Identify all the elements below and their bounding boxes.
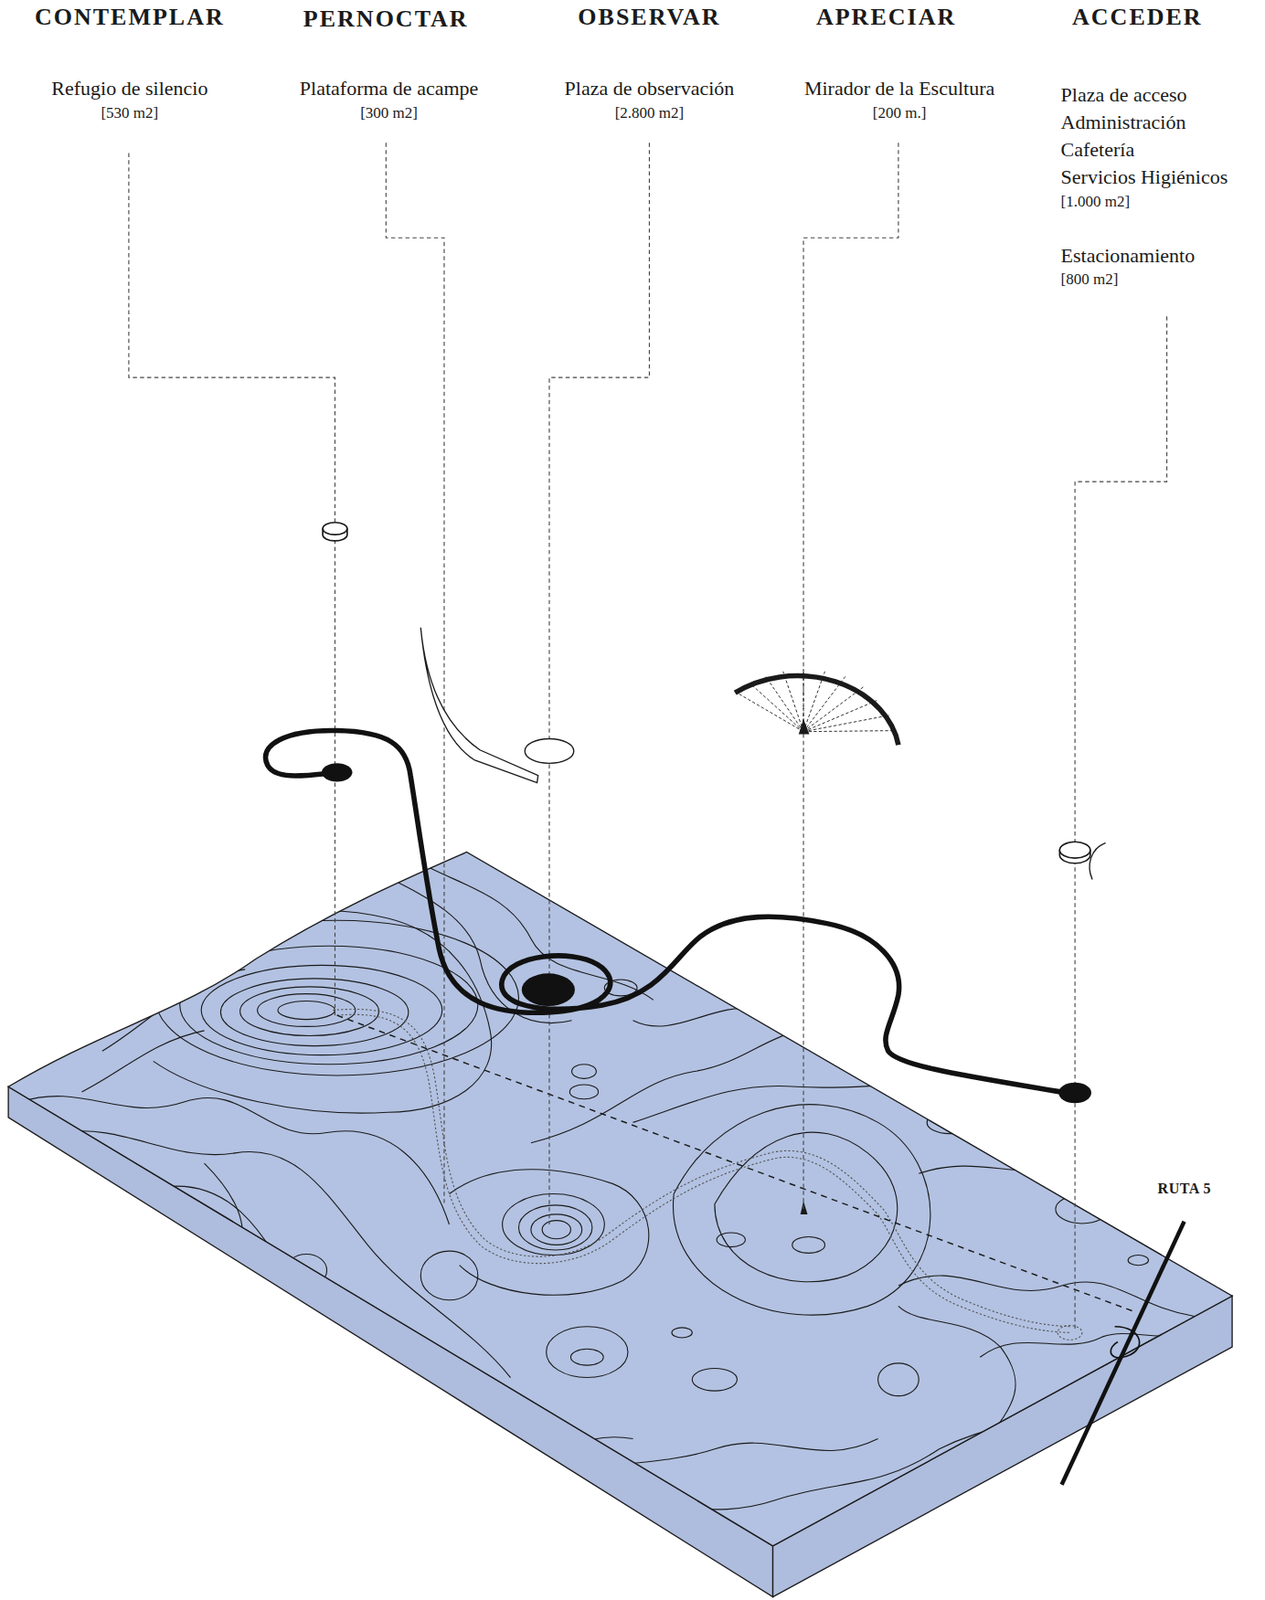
program-name: Administración bbox=[1061, 112, 1187, 133]
column-heading: CONTEMPLAR bbox=[34, 5, 225, 30]
column-heading: APRECIAR bbox=[816, 5, 957, 30]
program-name: Plaza de acceso bbox=[1061, 85, 1188, 106]
program-name: Mirador de la Escultura bbox=[804, 78, 995, 99]
access-symbol bbox=[1059, 841, 1091, 859]
area-value: [300 m2] bbox=[360, 105, 418, 121]
program-name: Cafetería bbox=[1061, 139, 1136, 160]
viewpoint-arc bbox=[734, 676, 899, 746]
route-node bbox=[321, 763, 353, 782]
terrain-block bbox=[8, 851, 1233, 1597]
road-name: RUTA 5 bbox=[1158, 1181, 1212, 1197]
block-top bbox=[8, 851, 1233, 1546]
program-name: Estacionamiento bbox=[1061, 245, 1196, 266]
camp-platform bbox=[420, 627, 538, 784]
area-value: [1.000 m2] bbox=[1061, 193, 1131, 210]
contour-lines bbox=[21, 867, 1205, 1511]
route-path bbox=[265, 731, 1073, 1095]
area-value: [530 m2] bbox=[100, 105, 159, 121]
refuge-symbol bbox=[322, 522, 348, 535]
sculpture-mark bbox=[800, 1201, 808, 1215]
highway-line bbox=[1062, 1222, 1185, 1486]
route bbox=[265, 731, 1092, 1105]
highway-line bbox=[1110, 1327, 1139, 1359]
access-point bbox=[1057, 1326, 1083, 1341]
route-node bbox=[521, 973, 575, 1007]
program-name: Plataforma de acampe bbox=[299, 78, 479, 99]
sculpture-mark bbox=[799, 720, 809, 734]
column-heading: PERNOCTAR bbox=[303, 7, 469, 32]
program-name: Servicios Higiénicos bbox=[1061, 167, 1229, 188]
program-name: Refugio de silencio bbox=[51, 78, 208, 99]
column-heading: OBSERVAR bbox=[577, 5, 721, 30]
area-value: [200 m.] bbox=[872, 105, 927, 121]
leader-lines bbox=[128, 142, 1168, 1332]
area-value: [2.800 m2] bbox=[615, 105, 685, 121]
area-value: [800 m2] bbox=[1061, 271, 1119, 288]
access-symbol bbox=[1089, 842, 1106, 880]
observation-plaza bbox=[524, 738, 575, 764]
route-node bbox=[1058, 1083, 1092, 1104]
program-symbols bbox=[322, 522, 1106, 881]
column-heading: ACCEDER bbox=[1072, 5, 1203, 30]
axis-line bbox=[337, 1015, 1134, 1312]
trail bbox=[332, 1009, 1070, 1333]
program-name: Plaza de observación bbox=[564, 78, 735, 99]
